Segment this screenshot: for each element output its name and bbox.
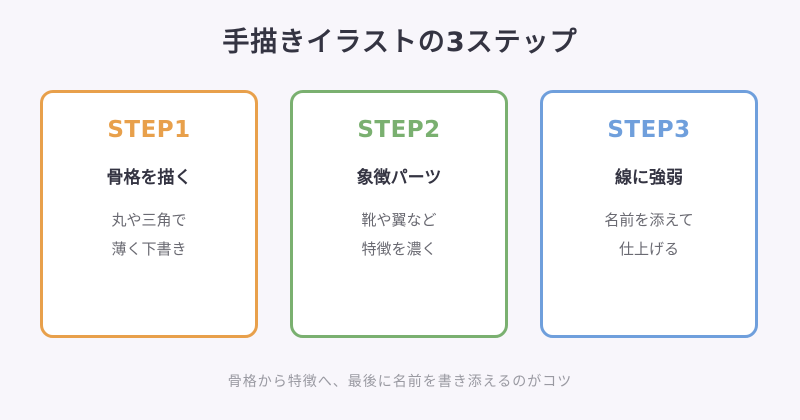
step-description: 丸や三角で 薄く下書き — [43, 206, 255, 264]
step-description-line: 名前を添えて — [604, 211, 694, 229]
step-description-line: 特徴を濃く — [361, 240, 437, 258]
footer-tip: 骨格から特徴へ、最後に名前を書き添えるのがコツ — [227, 374, 573, 390]
step-card-2: STEP2 象徴パーツ 靴や翼など 特徴を濃く — [290, 90, 508, 338]
step-description-line: 仕上げる — [618, 240, 679, 258]
step-description: 名前を添えて 仕上げる — [543, 206, 755, 264]
step-card-3: STEP3 線に強弱 名前を添えて 仕上げる — [540, 90, 758, 338]
step-description-line: 丸や三角で — [111, 211, 187, 229]
step-description-line: 薄く下書き — [111, 240, 187, 258]
step-heading: 骨格を描く — [106, 168, 192, 188]
page-title: 手描きイラストの3ステップ — [222, 27, 578, 58]
step-label: STEP2 — [357, 117, 441, 143]
step-heading: 象徴パーツ — [356, 168, 442, 188]
step-description-line: 靴や翼など — [361, 211, 437, 229]
step-card-1: STEP1 骨格を描く 丸や三角で 薄く下書き — [40, 90, 258, 338]
step-label: STEP1 — [107, 117, 191, 143]
step-heading: 線に強弱 — [615, 168, 683, 188]
step-description: 靴や翼など 特徴を濃く — [293, 206, 505, 264]
step-label: STEP3 — [607, 117, 691, 143]
